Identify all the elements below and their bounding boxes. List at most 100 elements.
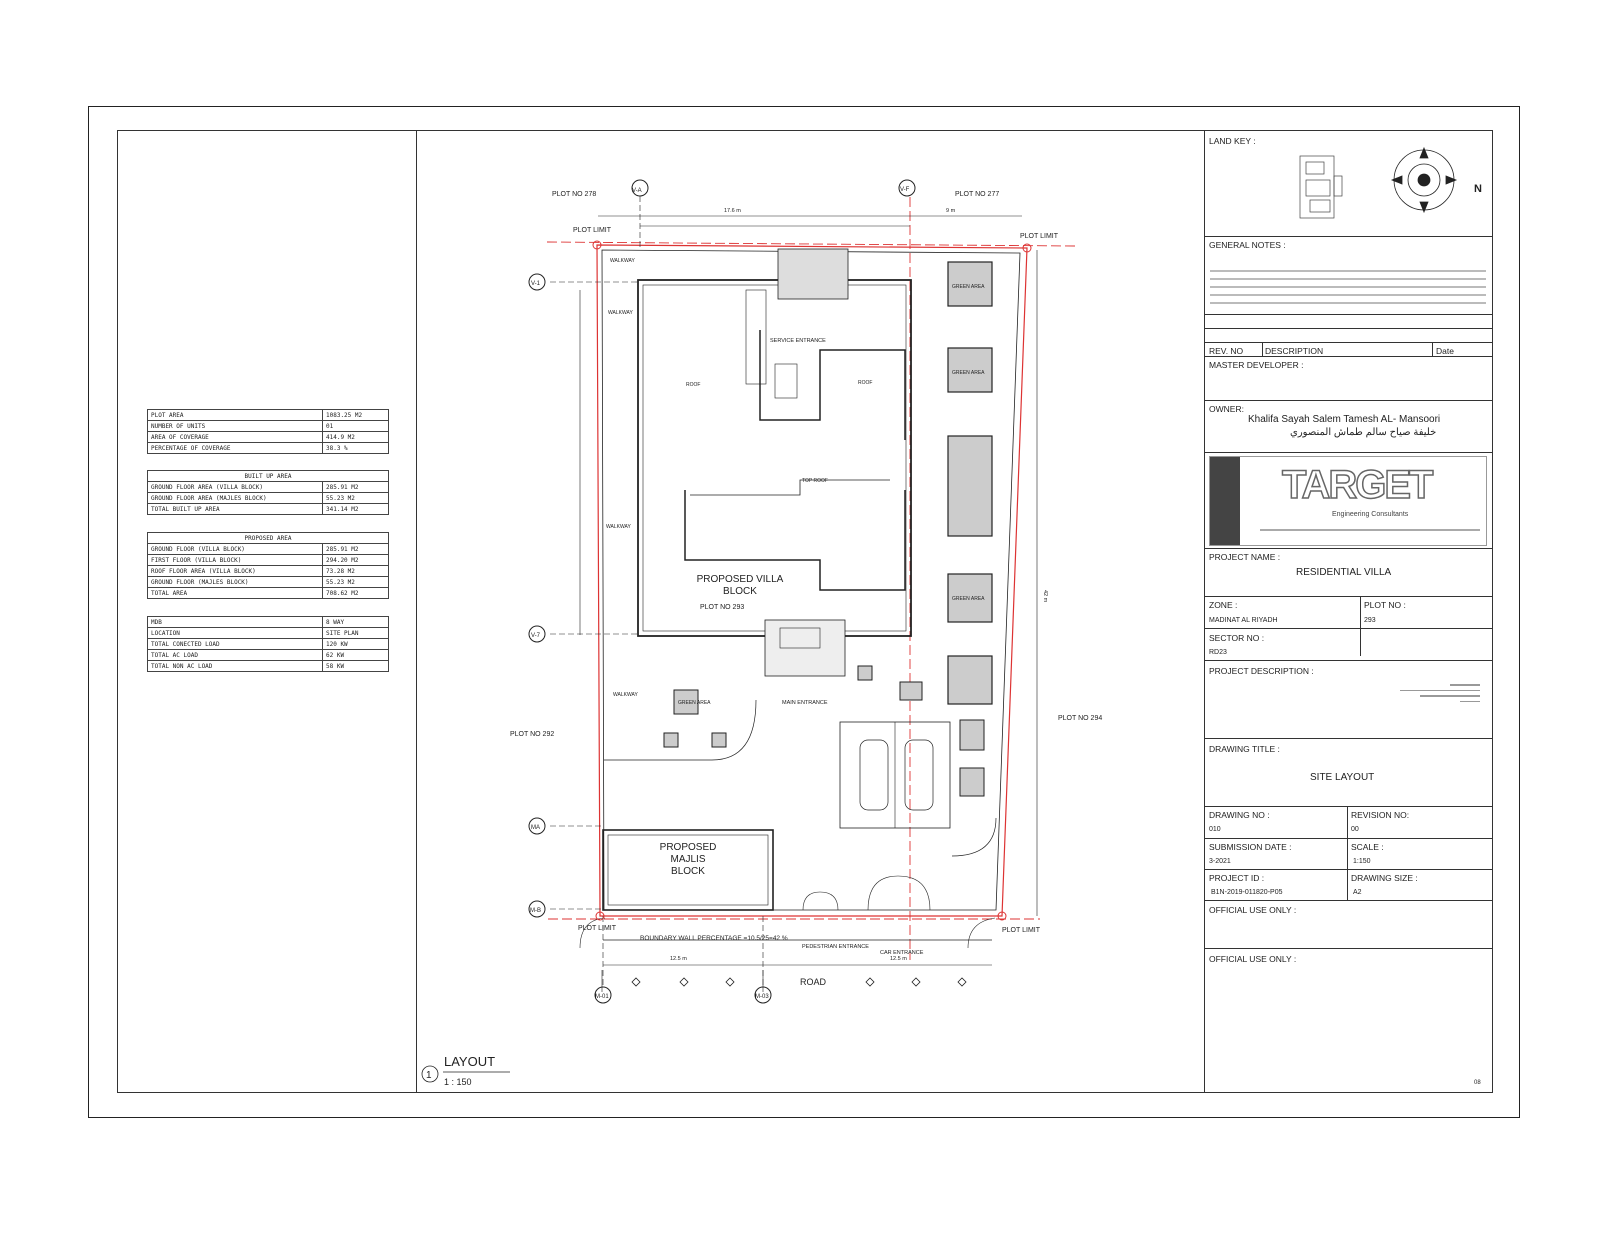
walkway-label-1: WALKWAY xyxy=(610,258,635,264)
roof-label-1: ROOF xyxy=(686,382,700,388)
drawing-size-label: DRAWING SIZE : xyxy=(1351,873,1418,883)
schedule-divider xyxy=(416,130,417,1093)
schedule-row: GROUND FLOOR AREA (VILLA BLOCK)285.91 M2 xyxy=(147,481,389,493)
project-id-label: PROJECT ID : xyxy=(1209,873,1265,883)
plot-no-value: 293 xyxy=(1364,617,1376,624)
schedule-value: 38.3 % xyxy=(322,442,389,454)
project-name-label: PROJECT NAME : xyxy=(1209,552,1281,562)
drawing-no-label: DRAWING NO : xyxy=(1209,810,1270,820)
revision-label: REVISION NO: xyxy=(1351,810,1410,820)
drawing-size-value: A2 xyxy=(1353,889,1362,896)
general-notes-label: GENERAL NOTES : xyxy=(1209,240,1286,250)
zone-label: ZONE : xyxy=(1209,600,1238,610)
plot-278-label: PLOT NO 278 xyxy=(552,191,596,198)
green-area-label-2: GREEN AREA xyxy=(952,370,985,376)
plot-limit-tr: PLOT LIMIT xyxy=(1020,233,1059,240)
plot-boundary xyxy=(596,244,1028,917)
car-entrance-label: CAR ENTRANCE xyxy=(880,950,924,956)
layout-scale: 1 : 150 xyxy=(444,1077,472,1087)
plot-277-label: PLOT NO 277 xyxy=(955,191,999,198)
date-label: Date xyxy=(1436,346,1454,356)
green-area-label-4: GREEN AREA xyxy=(678,700,711,706)
title-block-divider xyxy=(1204,130,1205,1093)
dim-17-6: 17.6 m xyxy=(724,208,741,214)
official-use-label-2: OFFICIAL USE ONLY : xyxy=(1209,954,1297,964)
grid-v1: V-1 xyxy=(531,281,541,287)
rev-no-label: REV. NO xyxy=(1209,346,1244,356)
project-description-label: PROJECT DESCRIPTION : xyxy=(1209,666,1314,676)
built-up-table: BUILT UP AREA GROUND FLOOR AREA (VILLA B… xyxy=(147,470,389,515)
grid-va: V-A xyxy=(632,188,642,194)
majlis-block-outline xyxy=(602,829,774,911)
drawing-title: SITE LAYOUT xyxy=(1310,772,1375,783)
green-area-label-1: GREEN AREA xyxy=(952,284,985,290)
owner-name-en: Khalifa Sayah Salem Tamesh AL- Mansoori xyxy=(1248,414,1441,425)
plot-294-label: PLOT NO 294 xyxy=(1058,715,1102,722)
drawing-outer-frame xyxy=(88,106,1520,1118)
logo-wordmark: TARGET xyxy=(1281,462,1434,508)
description-label: DESCRIPTION xyxy=(1265,346,1324,356)
project-name: RESIDENTIAL VILLA xyxy=(1296,567,1392,578)
sheet-number: 08 xyxy=(1474,1080,1481,1086)
service-entrance-label: SERVICE ENTRANCE xyxy=(770,338,826,344)
grid-v7: V-7 xyxy=(531,633,541,639)
plot-limit-bl: PLOT LIMIT xyxy=(578,925,617,932)
schedule-value: 341.14 M2 xyxy=(322,503,389,515)
schedule-label: TOTAL BUILT UP AREA xyxy=(147,503,323,515)
main-entrance-label: MAIN ENTRANCE xyxy=(782,700,828,706)
general-notes-text xyxy=(1210,264,1486,310)
dim-42: 42 m xyxy=(1042,590,1048,603)
sector-value: RD23 xyxy=(1209,649,1227,656)
grid-mb: M-B xyxy=(530,908,541,914)
owner-label: OWNER: xyxy=(1209,404,1244,414)
drawing-inner-frame xyxy=(117,130,1493,1093)
schedule-value: 58 KW xyxy=(322,660,389,672)
dim-12-5-left: 12.5 m xyxy=(670,956,687,962)
walkway-label-3: WALKWAY xyxy=(606,524,631,530)
official-use-label-1: OFFICIAL USE ONLY : xyxy=(1209,905,1297,915)
proposed-area-table: PROPOSED AREA GROUND FLOOR (VILLA BLOCK)… xyxy=(147,532,389,599)
scale-value: 1:150 xyxy=(1353,858,1371,865)
schedule-row: GROUND FLOOR (MAJLES BLOCK)55.23 M2 xyxy=(147,576,389,588)
boundary-wall-label: BOUNDARY WALL PERCENTAGE =10.5/25=42 % xyxy=(640,935,788,942)
logo-subtitle: Engineering Consultants xyxy=(1332,511,1409,518)
plot-limit-br: PLOT LIMIT xyxy=(1002,927,1041,934)
layout-number: 1 xyxy=(426,1070,432,1081)
drawing-no-value: 010 xyxy=(1209,826,1221,833)
plot-293-label: PLOT NO 293 xyxy=(700,604,744,611)
drawing-title-label: DRAWING TITLE : xyxy=(1209,744,1280,754)
schedule-label: PERCENTAGE OF COVERAGE xyxy=(147,442,323,454)
layout-title: LAYOUT xyxy=(444,1054,495,1069)
plot-no-label: PLOT NO : xyxy=(1364,600,1406,610)
walkway-label-4: WALKWAY xyxy=(613,692,638,698)
dim-9: 9 m xyxy=(946,208,956,214)
svg-text:N: N xyxy=(1474,183,1482,195)
grid-m01: M-01 xyxy=(595,994,609,1000)
schedule-row: ROOF FLOOR AREA (VILLA BLOCK)73.28 M2 xyxy=(147,565,389,577)
top-roof-label: TOP ROOF xyxy=(802,478,828,484)
submission-date-value: 3-2021 xyxy=(1209,858,1231,865)
grid-ma: MA xyxy=(531,825,540,831)
dim-12-5-right: 12.5 m xyxy=(890,956,907,962)
walkway-label-2: WALKWAY xyxy=(608,310,633,316)
land-key-map xyxy=(1299,155,1343,219)
consultant-logo: TARGET Engineering Consultants xyxy=(1209,456,1487,546)
zone-value: MADINAT AL RIYADH xyxy=(1209,617,1278,624)
north-arrow-icon xyxy=(1390,146,1458,214)
plot-limit-tl: PLOT LIMIT xyxy=(573,227,612,234)
pedestrian-entrance-label: PEDESTRIAN ENTRANCE xyxy=(802,944,869,950)
roof-label-2: ROOF xyxy=(858,380,872,386)
revision-value: 00 xyxy=(1351,826,1359,833)
project-description-text xyxy=(1400,680,1480,706)
plot-292-label: PLOT NO 292 xyxy=(510,731,554,738)
scale-label: SCALE : xyxy=(1351,842,1384,852)
